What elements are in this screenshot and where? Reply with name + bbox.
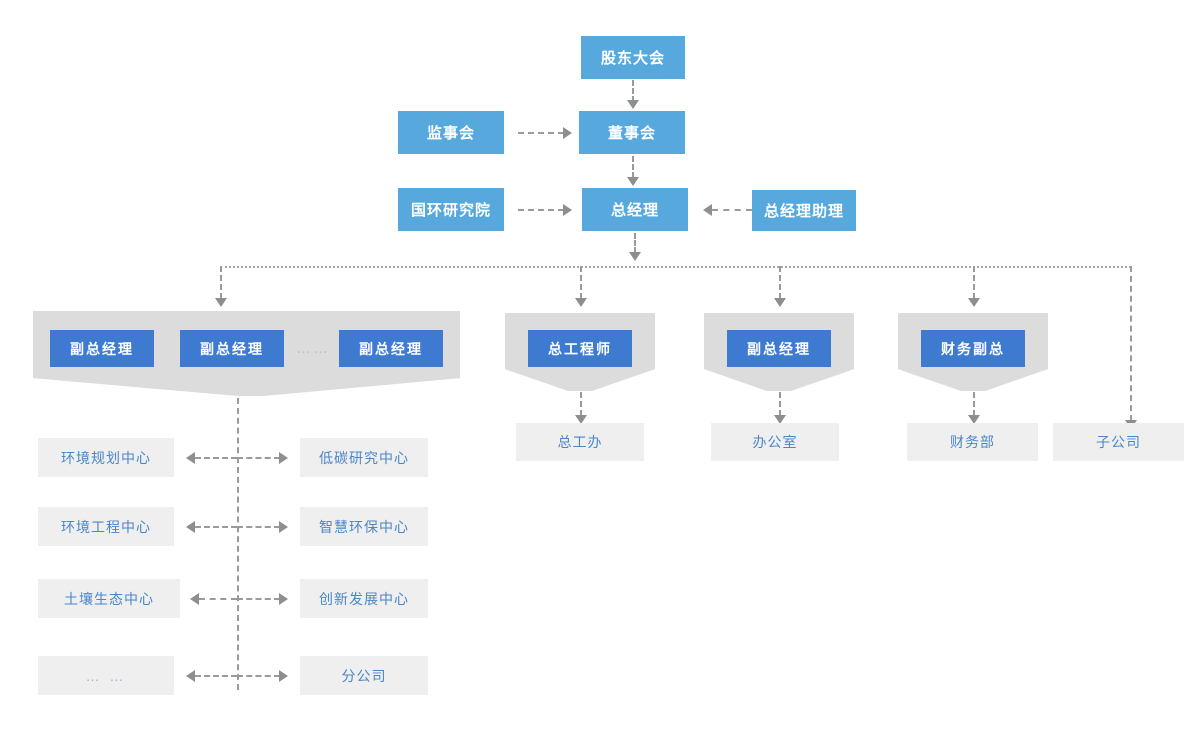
connector-finance-vp-department <box>973 392 975 416</box>
node-chief-engineer-office[interactable]: 总工办 <box>516 423 644 461</box>
connector-row3-right <box>237 598 280 600</box>
connector-row2-right <box>237 526 280 528</box>
node-deputy-gm-2[interactable]: 副总经理 <box>180 330 284 367</box>
arrow-bus-chief-engineer <box>575 298 587 307</box>
arrow-assistant-gm <box>703 204 712 216</box>
arrow-row2-left <box>186 521 195 533</box>
connector-supervisors-board <box>518 132 564 134</box>
node-research-institute[interactable]: 国环研究院 <box>398 188 504 231</box>
node-finance-department[interactable]: 财务部 <box>907 423 1038 461</box>
node-shareholders[interactable]: 股东大会 <box>581 36 685 79</box>
node-branch-company[interactable]: 分公司 <box>300 656 428 695</box>
connector-row4-right <box>237 675 280 677</box>
node-soil-ecology-center[interactable]: 土壤生态中心 <box>38 579 180 618</box>
arrow-institute-gm <box>563 204 572 216</box>
connector-row2-left <box>195 526 237 528</box>
bus-drop-group-left <box>220 266 222 299</box>
node-general-manager[interactable]: 总经理 <box>582 188 688 231</box>
connector-row4-left <box>195 675 237 677</box>
arrow-gm-to-bus <box>629 252 641 261</box>
arrow-row3-right <box>279 593 288 605</box>
node-more-left[interactable]: … … <box>38 656 174 695</box>
connector-shareholders-board <box>632 80 634 102</box>
arrow-bus-group-left <box>215 298 227 307</box>
node-low-carbon-research-center[interactable]: 低碳研究中心 <box>300 438 428 477</box>
executive-bus-line <box>220 266 1131 268</box>
bus-drop-finance <box>973 266 975 299</box>
arrow-finance-vp-department <box>968 415 980 424</box>
arrow-row4-left <box>186 670 195 682</box>
arrow-row1-left <box>186 452 195 464</box>
bus-drop-deputy-gm <box>779 266 781 299</box>
connector-board-gm <box>632 156 634 178</box>
node-innovation-development-center[interactable]: 创新发展中心 <box>300 579 428 618</box>
arrow-bus-deputy-gm <box>774 298 786 307</box>
node-deputy-gm-office[interactable]: 副总经理 <box>727 330 831 367</box>
node-supervisors[interactable]: 监事会 <box>398 111 504 154</box>
arrow-row1-right <box>279 452 288 464</box>
arrow-row4-right <box>279 670 288 682</box>
department-spine <box>237 398 239 690</box>
node-deputy-gm-3[interactable]: 副总经理 <box>339 330 443 367</box>
connector-row3-left <box>199 598 237 600</box>
node-finance-vp[interactable]: 财务副总 <box>921 330 1025 367</box>
arrow-deputy-gm-admin-office <box>774 415 786 424</box>
node-board[interactable]: 董事会 <box>579 111 685 154</box>
arrow-row2-right <box>279 521 288 533</box>
arrow-row3-left <box>190 593 199 605</box>
bus-drop-subsidiary <box>1130 266 1132 421</box>
node-subsidiary[interactable]: 子公司 <box>1053 423 1184 461</box>
arrow-board-gm <box>627 177 639 186</box>
arrow-supervisors-board <box>563 127 572 139</box>
node-deputy-gm-1[interactable]: 副总经理 <box>50 330 154 367</box>
node-chief-engineer[interactable]: 总工程师 <box>528 330 632 367</box>
arrow-bus-finance <box>968 298 980 307</box>
node-administrative-office[interactable]: 办公室 <box>711 423 839 461</box>
node-env-engineering-center[interactable]: 环境工程中心 <box>38 507 174 546</box>
connector-deputy-gm-admin-office <box>779 392 781 416</box>
connector-chief-engineer-office <box>580 392 582 416</box>
node-smart-environment-center[interactable]: 智慧环保中心 <box>300 507 428 546</box>
arrow-shareholders-board <box>627 100 639 109</box>
connector-institute-gm <box>518 209 564 211</box>
arrow-chief-engineer-office <box>575 415 587 424</box>
deputy-gm-ellipsis: …… <box>296 340 330 357</box>
connector-row1-right <box>237 457 280 459</box>
connector-gm-to-bus <box>634 233 636 253</box>
connector-row1-left <box>195 457 237 459</box>
bus-drop-chief-engineer <box>580 266 582 299</box>
node-env-planning-center[interactable]: 环境规划中心 <box>38 438 174 477</box>
connector-assistant-gm <box>712 209 752 211</box>
node-gm-assistant[interactable]: 总经理助理 <box>752 190 856 231</box>
